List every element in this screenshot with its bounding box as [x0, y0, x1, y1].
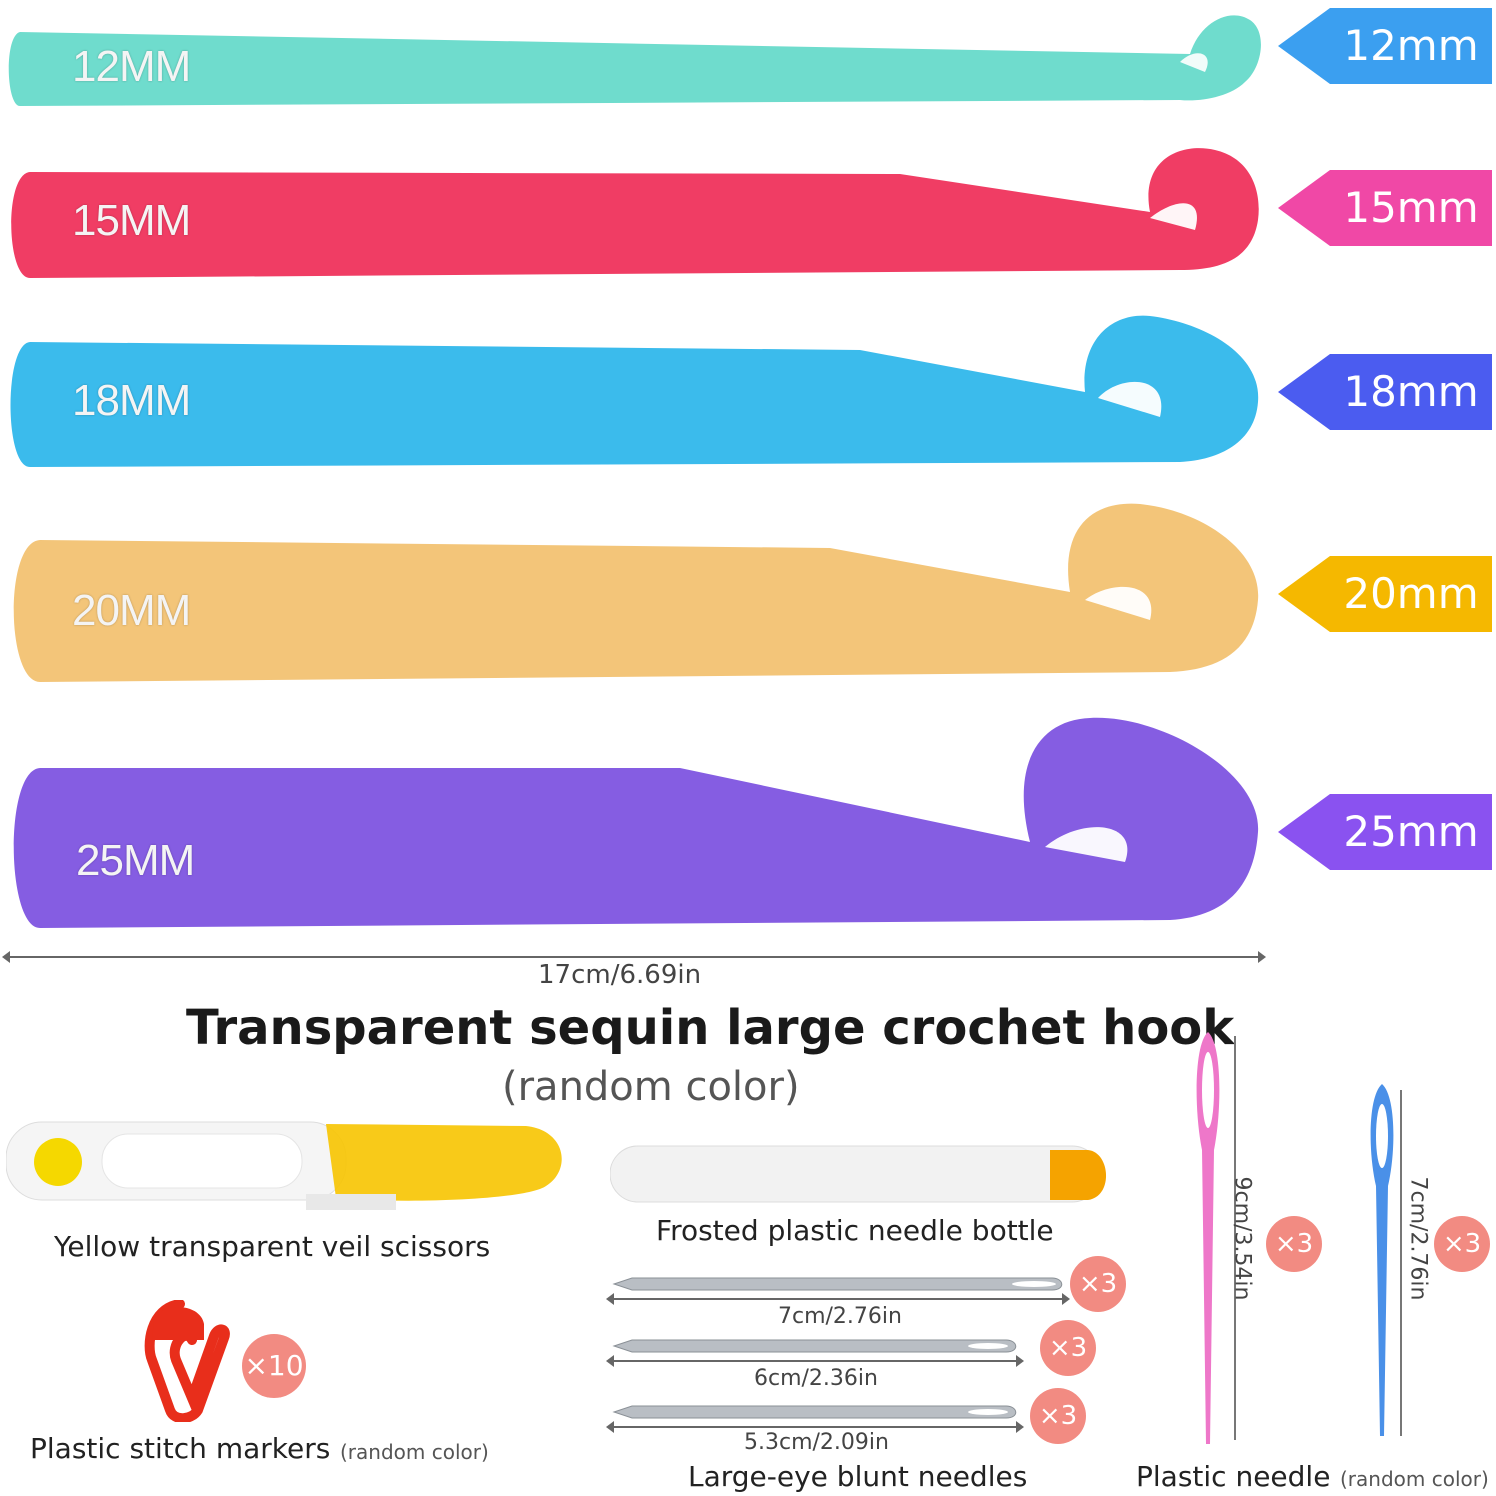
hook-20mm-engraving: 20MM	[72, 586, 191, 635]
crochet-hook-18mm: 18MM	[0, 312, 1270, 472]
plastic-needle-label: Plastic needle	[1136, 1460, 1331, 1493]
crochet-hook-12mm: 12MM	[0, 2, 1270, 114]
tag-20mm: 20mm	[1278, 556, 1492, 632]
crochet-hook-25mm: 25MM	[0, 712, 1270, 942]
stitch-markers-note: (random color)	[340, 1440, 489, 1464]
tag-15mm: 15mm	[1278, 170, 1492, 246]
blunt-needle-7cm-image	[612, 1274, 1068, 1294]
tag-25mm: 25mm	[1278, 794, 1492, 870]
plastic-needle-pink-image	[1192, 1030, 1224, 1446]
hook-15mm-shape	[11, 148, 1259, 278]
blunt-needle-7cm-qty: ×3	[1070, 1256, 1126, 1312]
stitch-markers-label: Plastic stitch markers	[30, 1432, 331, 1465]
hook-15mm-engraving: 15MM	[72, 196, 191, 245]
hook-20mm-shape	[13, 503, 1259, 682]
hook-18mm-engraving: 18MM	[72, 376, 191, 425]
tag-25mm-label: 25mm	[1343, 807, 1479, 856]
plastic-needle-pink-measure	[1234, 1036, 1236, 1440]
tag-20mm-label: 20mm	[1343, 569, 1479, 618]
plastic-needle-blue-qty: ×3	[1434, 1216, 1490, 1272]
plastic-needle-note: (random color)	[1340, 1467, 1489, 1491]
hook-18mm-shape	[10, 315, 1259, 467]
tag-18mm-label: 18mm	[1343, 367, 1479, 416]
scissors-image	[5, 1120, 572, 1216]
stitch-marker-image	[140, 1299, 232, 1424]
needle-bottle-image	[609, 1142, 1112, 1206]
blunt-needle-5cm-measure	[606, 1421, 1024, 1433]
blunt-needle-5cm-image	[612, 1402, 1022, 1422]
page-title: Transparent sequin large crochet hook	[186, 1000, 1235, 1056]
needle-bottle-label: Frosted plastic needle bottle	[656, 1214, 1054, 1247]
hook-length-line	[2, 951, 1266, 963]
crochet-hook-20mm: 20MM	[0, 500, 1270, 690]
crochet-hook-15mm: 15MM	[0, 140, 1270, 290]
tag-15mm-label: 15mm	[1343, 183, 1479, 232]
blunt-needle-6cm-size: 6cm/2.36in	[754, 1366, 878, 1391]
plastic-needle-blue-measure	[1400, 1090, 1402, 1436]
stitch-markers-qty: ×10	[242, 1334, 306, 1398]
hook-25mm-shape	[13, 717, 1259, 928]
blunt-needle-6cm-image	[612, 1336, 1022, 1356]
tag-12mm-label: 12mm	[1343, 21, 1479, 70]
plastic-needle-blue-image	[1366, 1082, 1398, 1438]
tag-18mm: 18mm	[1278, 354, 1492, 430]
blunt-needles-label: Large-eye blunt needles	[688, 1460, 1028, 1493]
plastic-needle-blue-size: 7cm/2.76in	[1405, 1176, 1431, 1301]
blunt-needle-7cm-measure	[606, 1293, 1070, 1305]
plastic-needle-pink-size: 9cm/3.54in	[1229, 1176, 1255, 1301]
blunt-needle-7cm-size: 7cm/2.76in	[778, 1304, 902, 1329]
blunt-needle-5cm-size: 5.3cm/2.09in	[744, 1430, 889, 1455]
hook-12mm-shape	[8, 15, 1261, 106]
plastic-needle-pink-qty: ×3	[1266, 1216, 1322, 1272]
tag-12mm: 12mm	[1278, 8, 1492, 84]
blunt-needle-5cm-qty: ×3	[1030, 1388, 1086, 1444]
page-subtitle: (random color)	[502, 1064, 800, 1110]
scissors-label: Yellow transparent veil scissors	[54, 1230, 491, 1263]
hook-25mm-engraving: 25MM	[76, 836, 195, 885]
blunt-needle-6cm-qty: ×3	[1040, 1320, 1096, 1376]
hook-12mm-engraving: 12MM	[72, 42, 191, 91]
blunt-needle-6cm-measure	[606, 1355, 1024, 1367]
hook-length-label: 17cm/6.69in	[538, 960, 702, 990]
